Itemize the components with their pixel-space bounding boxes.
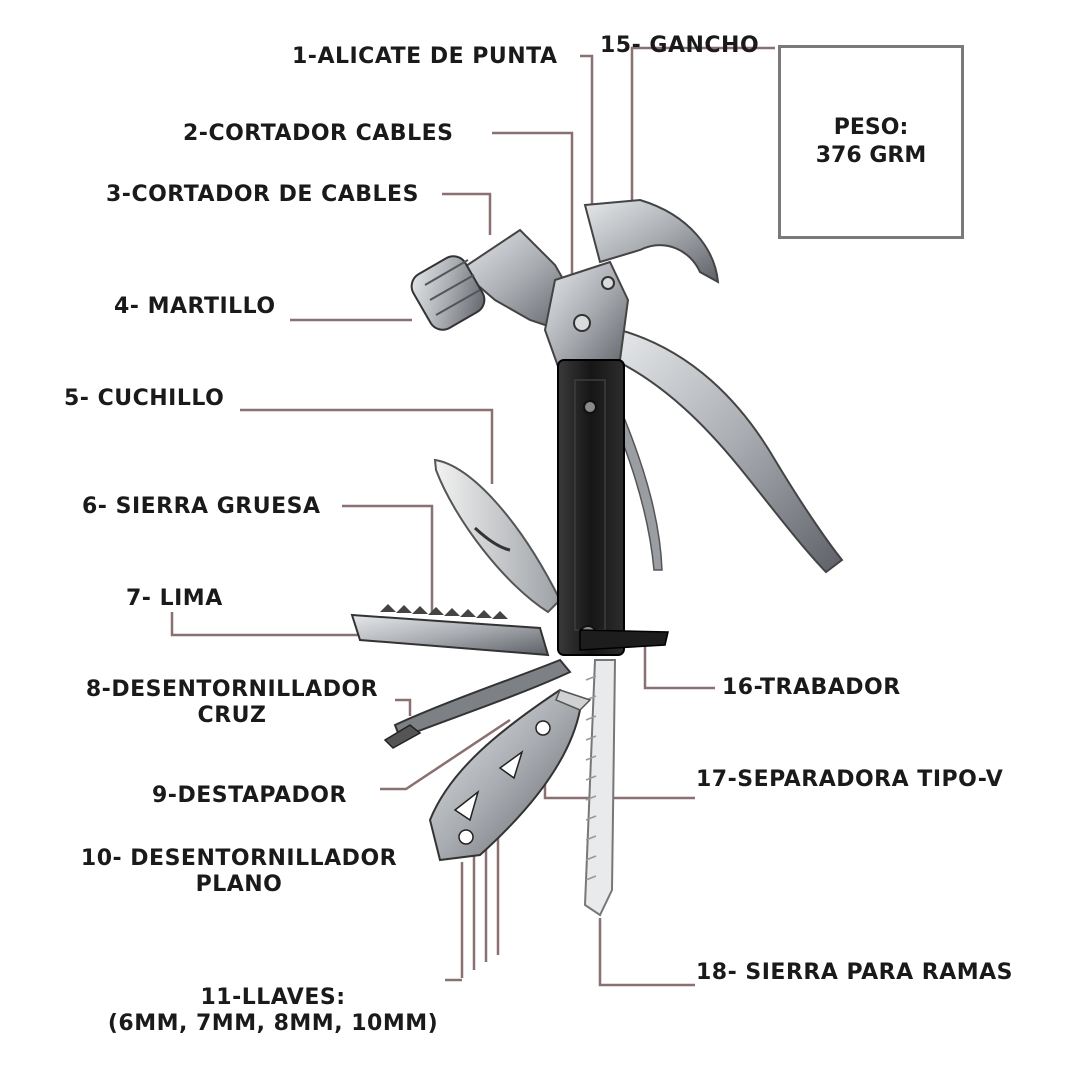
label-2-cortador-cables: 2-CORTADOR CABLES bbox=[183, 121, 454, 146]
label-15-gancho: 15- GANCHO bbox=[600, 33, 760, 58]
leader-line-18 bbox=[598, 918, 695, 987]
plier-arm-shape bbox=[617, 418, 663, 571]
label-8-line-2: CRUZ bbox=[197, 703, 267, 728]
leader-line-16 bbox=[643, 640, 715, 690]
label-10-line-2: PLANO bbox=[195, 872, 283, 897]
label-18-sierra-para-ramas: 18- SIERRA PARA RAMAS bbox=[696, 960, 1014, 985]
leader-line-6 bbox=[342, 504, 434, 612]
plier-handle-shape bbox=[613, 328, 844, 574]
label-6-sierra-gruesa: 6- SIERRA GRUESA bbox=[82, 494, 321, 519]
label-10-line-1: 10- DESENTORNILLADOR bbox=[80, 846, 398, 871]
label-11-line-2: (6MM, 7MM, 8MM, 10MM) bbox=[107, 1011, 439, 1036]
leader-line-3 bbox=[442, 192, 492, 235]
label-4-martillo: 4- MARTILLO bbox=[114, 294, 276, 319]
weight-box: PESO: 376 GRM bbox=[778, 45, 964, 239]
label-5-cuchillo: 5- CUCHILLO bbox=[64, 386, 225, 411]
file-shape bbox=[393, 658, 572, 740]
label-8-line-1: 8-DESENTORNILLADOR bbox=[85, 677, 379, 702]
label-8-desentornillador-cruz: 8-DESENTORNILLADOR CRUZ bbox=[72, 677, 392, 729]
leader-line-2 bbox=[492, 131, 574, 278]
leader-line-15 bbox=[630, 46, 775, 205]
hammer-face-shape bbox=[410, 255, 486, 331]
label-9-destapador: 9-DESTAPADOR bbox=[152, 783, 347, 808]
label-17-separadora-tipo-v: 17-SEPARADORA TIPO-V bbox=[696, 767, 1004, 792]
label-16-trabador: 16-TRABADOR bbox=[722, 675, 901, 700]
label-7-lima: 7- LIMA bbox=[126, 586, 223, 611]
coarse-saw-shape bbox=[350, 613, 550, 657]
leader-line-9 bbox=[380, 718, 511, 791]
label-3-cortador-de-cables: 3-CORTADOR DE CABLES bbox=[106, 182, 419, 207]
label-11-line-1: 11-LLAVES: bbox=[200, 985, 346, 1010]
leader-line-1 bbox=[580, 54, 594, 205]
weight-value: 376 GRM bbox=[815, 143, 927, 168]
v-separator-shape bbox=[555, 689, 592, 711]
label-1-alicate-de-punta: 1-ALICATE DE PUNTA bbox=[292, 44, 558, 69]
knife-blade-shape bbox=[433, 458, 562, 614]
leader-line-8 bbox=[395, 698, 412, 716]
weight-label: PESO: bbox=[833, 115, 909, 140]
branch-saw-shape bbox=[583, 659, 617, 917]
leader-line-5 bbox=[240, 408, 494, 484]
screwdriver-shape bbox=[383, 724, 422, 749]
claw-hook-shape bbox=[583, 198, 720, 284]
leader-line-7 bbox=[170, 612, 370, 637]
label-11-llaves: 11-LLAVES: (6MM, 7MM, 8MM, 10MM) bbox=[100, 985, 446, 1037]
label-10-desentornillador-plano: 10- DESENTORNILLADOR PLANO bbox=[66, 846, 412, 898]
